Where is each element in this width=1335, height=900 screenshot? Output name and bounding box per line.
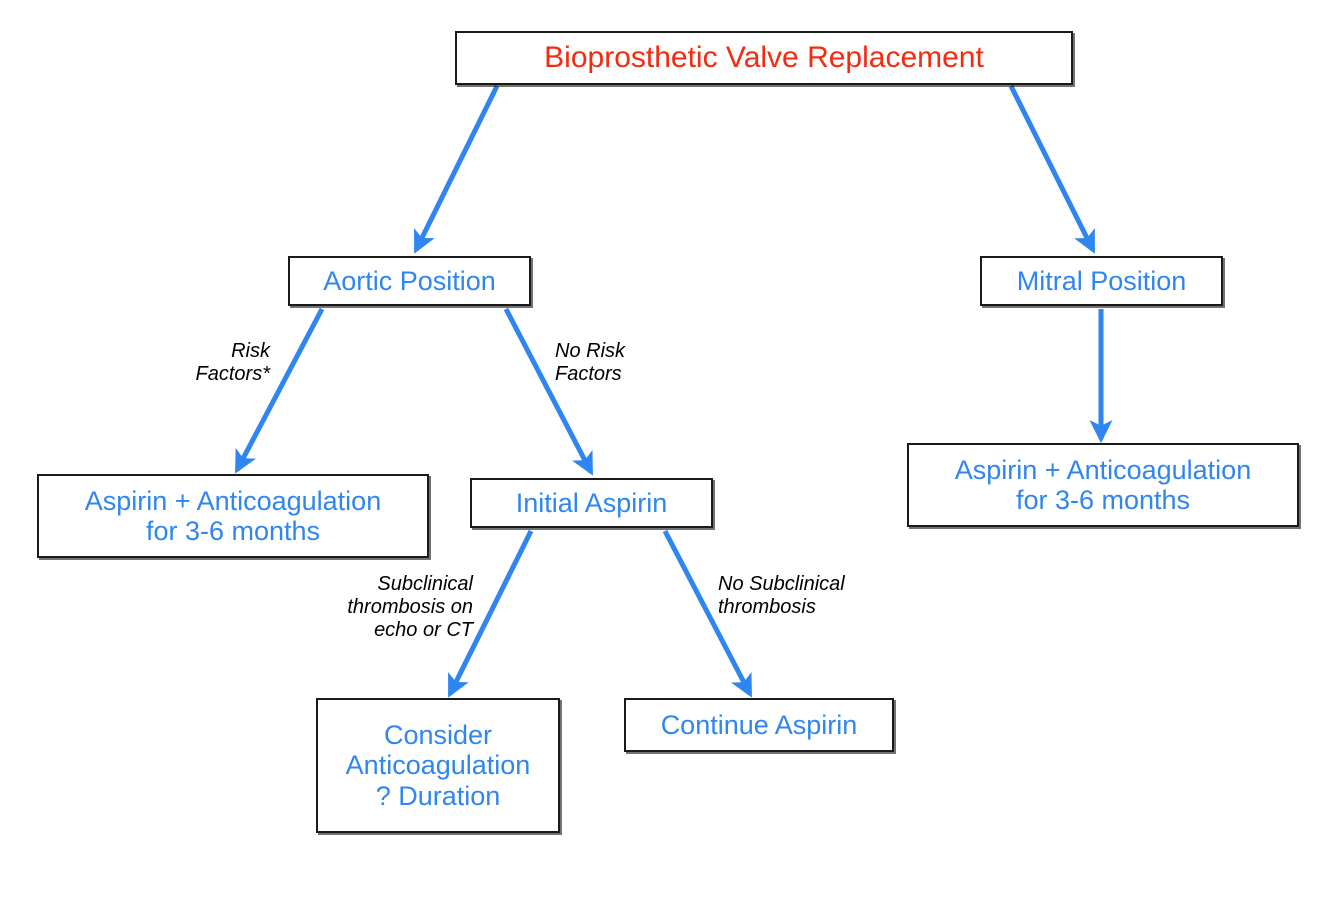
edge-root-to-mitral [1008, 84, 1096, 254]
edges-group [234, 84, 1113, 698]
node-label: Aspirin + Anticoagulation for 3-6 months [954, 454, 1252, 515]
node-label: Aspirin + Anticoagulation for 3-6 months [84, 485, 382, 546]
edge-label-subclinical-thrombosis: Subclinical thrombosis on echo or CT [347, 573, 473, 642]
node-continue-aspirin[interactable]: Continue Aspirin [624, 698, 894, 752]
edge-initial-to-continue [662, 529, 753, 698]
node-label: Mitral Position [1016, 265, 1187, 296]
node-label: Bioprosthetic Valve Replacement [544, 41, 984, 75]
node-bioprosthetic-valve-replacement[interactable]: Bioprosthetic Valve Replacement [455, 31, 1073, 85]
edge-aortic-to-initial [503, 307, 594, 476]
edge-initial-to-consider [447, 529, 534, 698]
node-aortic-position[interactable]: Aortic Position [288, 256, 531, 306]
edge-label-no-risk-factors: No Risk Factors [555, 340, 626, 386]
edge-label-no-subclinical-thrombosis: No Subclinical thrombosis [718, 573, 845, 619]
node-label: Initial Aspirin [515, 487, 668, 518]
node-initial-aspirin[interactable]: Initial Aspirin [470, 478, 713, 528]
edge-root-to-aortic [413, 84, 500, 254]
node-label: Continue Aspirin [660, 709, 858, 740]
node-label: Aortic Position [323, 265, 496, 296]
node-mitral-position[interactable]: Mitral Position [980, 256, 1223, 306]
node-consider-anticoagulation[interactable]: Consider Anticoagulation ? Duration [316, 698, 560, 833]
edge-aortic-to-risk [234, 307, 325, 474]
edge-label-risk-factors: Risk Factors* [195, 340, 270, 386]
node-mitral-aspirin-anticoagulation[interactable]: Aspirin + Anticoagulation for 3-6 months [907, 443, 1299, 527]
node-aortic-aspirin-anticoagulation[interactable]: Aspirin + Anticoagulation for 3-6 months [37, 474, 429, 558]
node-label: Consider Anticoagulation ? Duration [345, 720, 531, 811]
